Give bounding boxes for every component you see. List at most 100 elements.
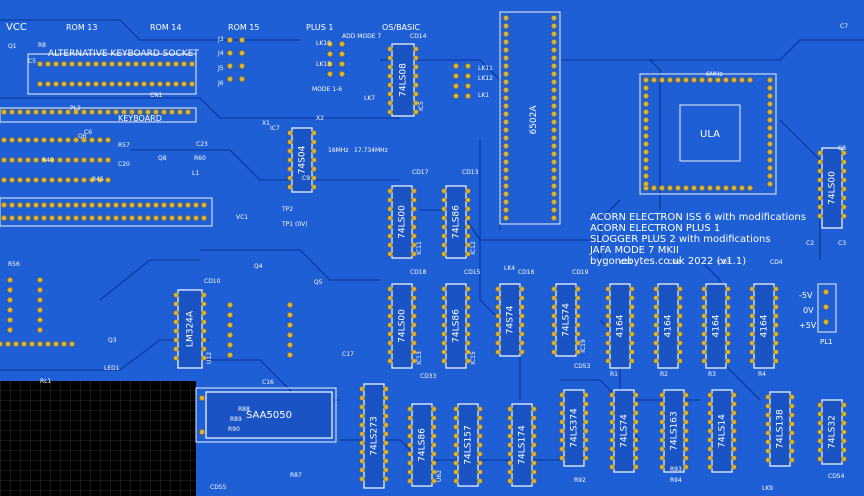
- ula-inner-outline: [679, 104, 741, 162]
- pad: [643, 173, 649, 179]
- ic-pin: [575, 322, 581, 328]
- pad: [133, 81, 139, 87]
- ic-pin: [765, 439, 771, 445]
- pad: [17, 137, 23, 143]
- pad: [715, 185, 721, 191]
- pad: [25, 215, 31, 221]
- pad: [0, 341, 3, 347]
- pad: [503, 127, 509, 133]
- component-label: CD55: [210, 484, 227, 491]
- pad: [41, 157, 47, 163]
- pad: [25, 202, 31, 208]
- pad: [185, 109, 191, 115]
- ic-pin: [531, 460, 537, 466]
- component-label: J3: [217, 36, 224, 43]
- ic-pin: [731, 428, 737, 434]
- pad: [227, 332, 233, 338]
- pad: [691, 185, 697, 191]
- ic-pin: [453, 451, 459, 457]
- ic-pin: [575, 331, 581, 337]
- pad: [37, 327, 43, 333]
- ic-pin: [359, 431, 365, 437]
- pad: [125, 81, 131, 87]
- power-plus5-label: +5V: [799, 321, 817, 330]
- ic-pin: [749, 340, 755, 346]
- component-label: TP2: [281, 206, 293, 213]
- component-label: Q3: [108, 337, 117, 344]
- ic-body: [205, 391, 333, 439]
- ic-pin: [359, 413, 365, 419]
- pad: [683, 77, 689, 83]
- ic-pin: [519, 313, 525, 319]
- component-label: CD2: [668, 259, 681, 266]
- pad: [747, 185, 753, 191]
- ic-pin: [173, 337, 179, 343]
- ic-pin: [551, 304, 557, 310]
- ic-pin: [413, 82, 419, 88]
- pad: [53, 61, 59, 67]
- pad: [551, 199, 557, 205]
- component-label: C2: [806, 240, 814, 247]
- pad: [339, 41, 345, 47]
- pad: [101, 61, 107, 67]
- pad: [17, 215, 23, 221]
- ic-pin: [605, 331, 611, 337]
- pad: [157, 61, 163, 67]
- component-label: C7: [840, 23, 848, 30]
- pad: [503, 143, 509, 149]
- pad: [33, 202, 39, 208]
- ic-pin: [583, 446, 589, 452]
- pad: [651, 77, 657, 83]
- pad: [675, 77, 681, 83]
- ic-pin: [701, 331, 707, 337]
- pad: [643, 77, 649, 83]
- pad: [643, 125, 649, 131]
- ic-pin: [765, 430, 771, 436]
- ic-pin: [701, 358, 707, 364]
- ic-pin: [749, 286, 755, 292]
- ic-pin: [817, 204, 823, 210]
- ic-pin: [413, 91, 419, 97]
- ic-pin: [411, 215, 417, 221]
- pad: [73, 137, 79, 143]
- pad: [81, 215, 87, 221]
- ic-pin: [465, 233, 471, 239]
- ic-pin: [653, 313, 659, 319]
- component-label: LK11: [478, 65, 493, 72]
- ic-pin: [633, 401, 639, 407]
- chip-label: 4164: [712, 314, 722, 337]
- ic-pin: [659, 437, 665, 443]
- pad: [25, 109, 31, 115]
- chip-label: 4164: [616, 314, 626, 337]
- pad: [97, 137, 103, 143]
- chip-label: 74LS374: [570, 408, 580, 448]
- ic-pin: [507, 415, 513, 421]
- ic-pin: [559, 410, 565, 416]
- pad: [453, 63, 459, 69]
- ic-pin: [701, 295, 707, 301]
- info-line-5: bygonebytes.co.uk 2022 (v1.1): [590, 256, 746, 267]
- ic-pin: [201, 355, 207, 361]
- pad: [89, 157, 95, 163]
- ic-pin: [431, 451, 437, 457]
- ic-pin: [707, 401, 713, 407]
- pad: [503, 39, 509, 45]
- ic-pin: [519, 331, 525, 337]
- keyboard-connector-outline: [0, 107, 197, 123]
- pad: [503, 87, 509, 93]
- pad: [503, 199, 509, 205]
- ic-pin: [841, 402, 847, 408]
- ic-pin: [441, 224, 447, 230]
- ic-pin: [465, 340, 471, 346]
- pad: [503, 111, 509, 117]
- chip-label: 4164: [760, 314, 770, 337]
- pad: [9, 177, 15, 183]
- component-label: C9: [302, 175, 310, 182]
- ic-pin: [841, 186, 847, 192]
- ic-pin: [677, 295, 683, 301]
- ic-pin: [311, 139, 317, 145]
- pad: [121, 202, 127, 208]
- ic-pin: [495, 331, 501, 337]
- pad: [65, 215, 71, 221]
- pad: [13, 341, 19, 347]
